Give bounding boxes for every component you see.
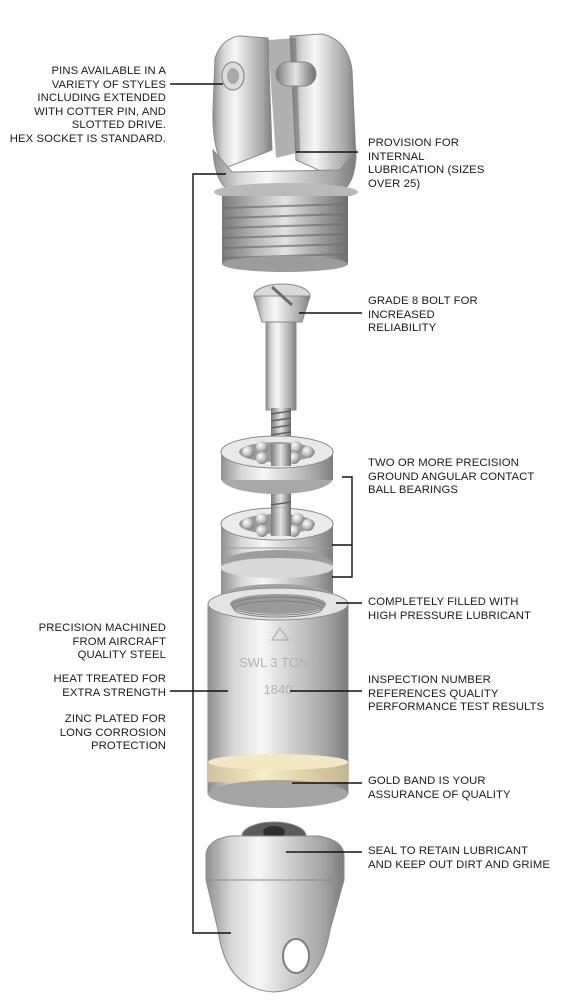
callout-inspection: INSPECTION NUMBER REFERENCES QUALITY PER… <box>368 674 545 714</box>
callout-bearings: TWO OR MORE PRECISION GROUND ANGULAR CON… <box>368 457 535 497</box>
callout-bolt: GRADE 8 BOLT FOR INCREASED RELIABILITY <box>368 295 478 335</box>
callout-seal: SEAL TO RETAIN LUBRICANT AND KEEP OUT DI… <box>368 845 551 871</box>
callout-zinc: ZINC PLATED FOR LONG CORROSION PROTECTIO… <box>59 713 166 753</box>
brand-logo-icon <box>270 626 290 641</box>
callout-filled: COMPLETELY FILLED WITH HIGH PRESSURE LUB… <box>368 596 531 622</box>
eye-hole <box>282 938 310 974</box>
callout-machined: PRECISION MACHINED FROM AIRCRAFT QUALITY… <box>38 622 166 662</box>
leader-lines <box>170 83 362 934</box>
callout-pins: PINS AVAILABLE IN A VARIETY OF STYLES IN… <box>9 65 166 145</box>
leader-bracket <box>192 173 231 934</box>
callout-heat: HEAT TREATED FOR EXTRA STRENGTH <box>53 673 166 699</box>
bearing-1 <box>220 435 334 494</box>
callout-gold: GOLD BAND IS YOUR ASSURANCE OF QUALITY <box>368 775 511 801</box>
bolt <box>253 283 311 528</box>
load-rating-engraving: SWL 3 TONS <box>239 655 317 670</box>
top-clevis <box>212 33 358 201</box>
callout-lubrication: PROVISION FOR INTERNAL LUBRICATION (SIZE… <box>368 137 485 190</box>
top-thread <box>221 196 349 272</box>
main-body: SWL 3 TONS 1840 <box>207 587 349 808</box>
inspection-number-engraving: 1840 <box>264 682 293 697</box>
leader-bearings <box>332 476 353 578</box>
bottom-eye <box>205 821 345 993</box>
